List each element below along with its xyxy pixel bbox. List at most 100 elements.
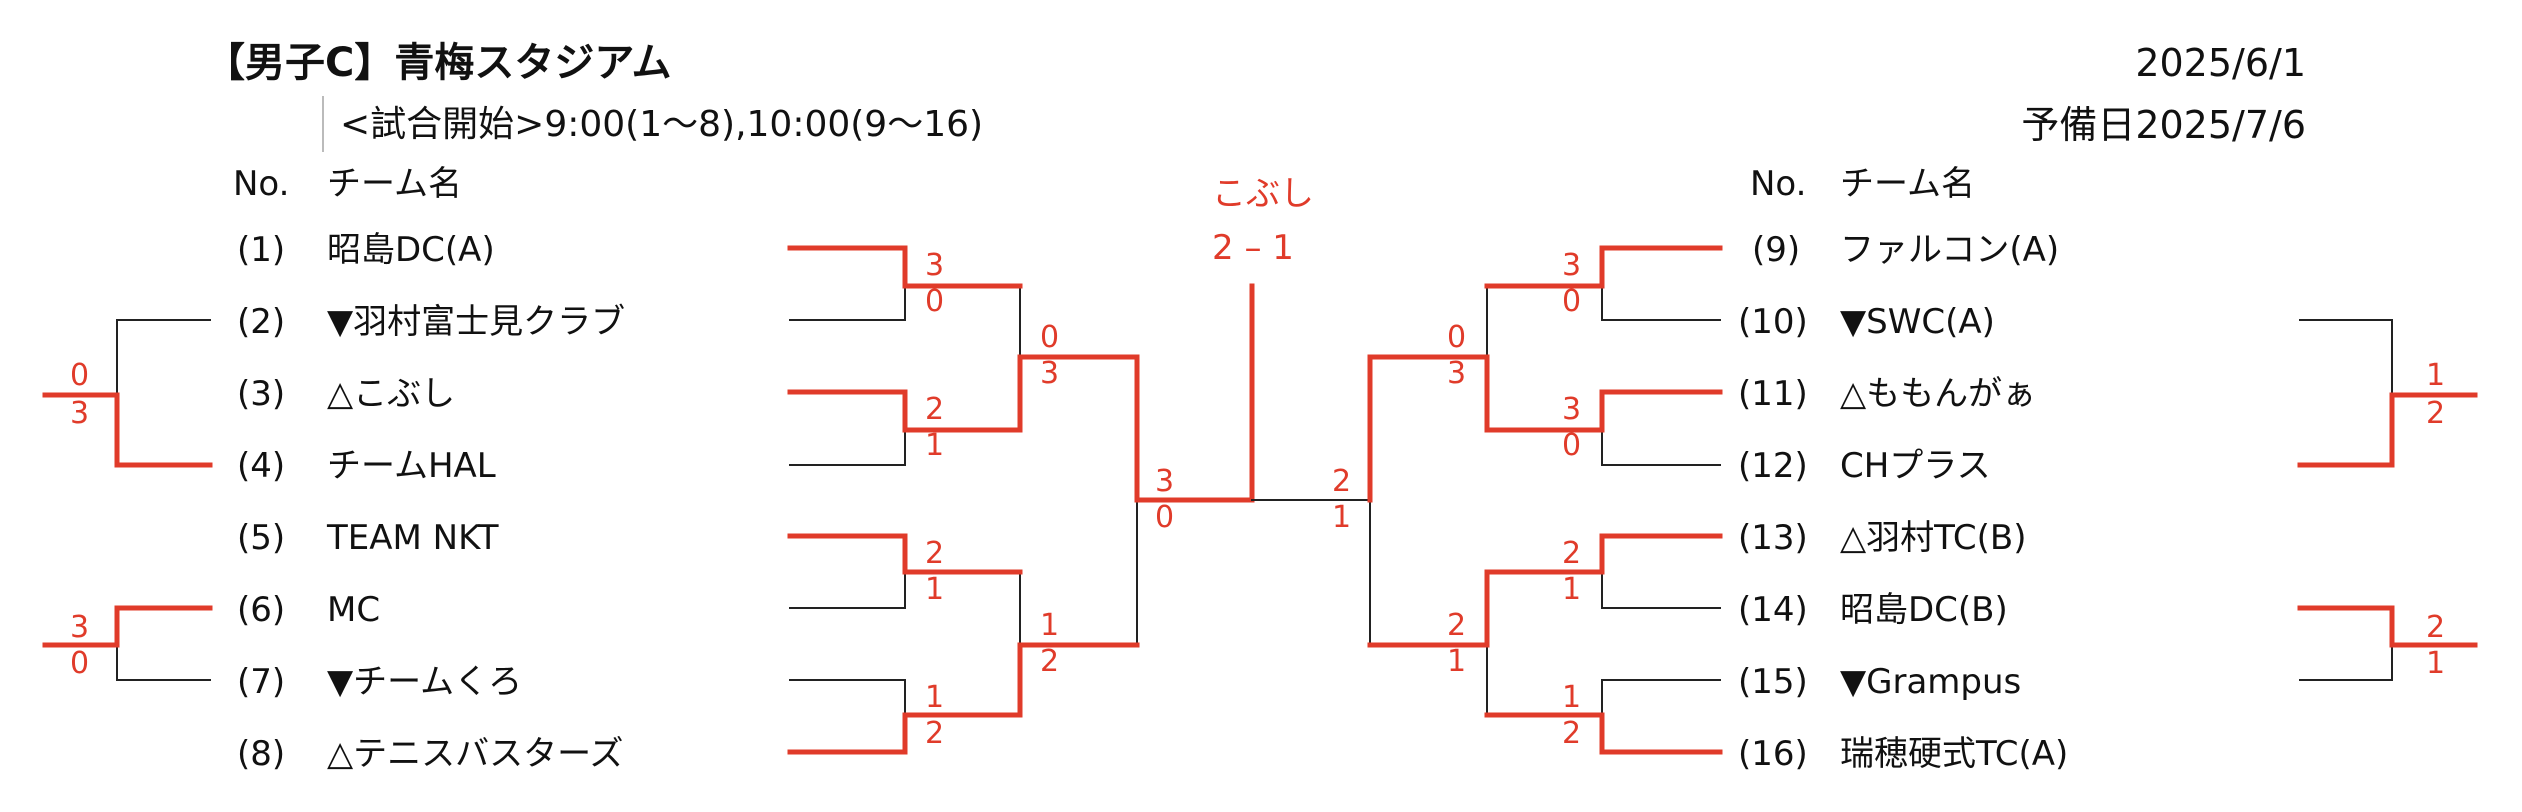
bracket-line xyxy=(116,644,211,681)
champion-name: こぶし xyxy=(1212,174,1314,214)
bracket-line xyxy=(116,319,211,396)
winner-line xyxy=(787,712,1023,755)
team-number: (2) xyxy=(237,302,286,342)
event-date: 2025/6/1 xyxy=(2135,41,2306,85)
match-score: 0 xyxy=(1562,428,1582,463)
page-title: 【男子C】青梅スタジアム xyxy=(205,40,672,86)
winner-line xyxy=(1484,712,1723,755)
winner-line xyxy=(787,245,1023,289)
bracket-line xyxy=(1601,429,1721,466)
subtitle-bar xyxy=(322,96,324,152)
match-score: 0 xyxy=(1040,320,1060,355)
match-score: 0 xyxy=(1562,284,1582,319)
team-number: (9) xyxy=(1752,230,1801,270)
left-team-header: チーム名 xyxy=(327,164,462,204)
team-number: (6) xyxy=(237,590,286,630)
bracket-line xyxy=(1601,679,1721,716)
match-score: 3 xyxy=(1562,392,1582,427)
team-number: (16) xyxy=(1738,734,1808,774)
match-score: 3 xyxy=(1562,248,1582,283)
match-score: 2 xyxy=(1040,644,1060,679)
match-score: 0 xyxy=(70,358,90,393)
match-score: 2 xyxy=(1332,464,1352,499)
match-score: 3 xyxy=(1040,356,1060,391)
bracket-line xyxy=(789,287,906,321)
match-score: 1 xyxy=(2426,358,2446,393)
bracket-line xyxy=(1601,571,1721,609)
team-number: (11) xyxy=(1738,374,1808,414)
right-team-header: チーム名 xyxy=(1840,164,1975,204)
match-score: 1 xyxy=(925,428,945,463)
winner-line xyxy=(1017,642,1140,718)
match-score: 1 xyxy=(1562,572,1582,607)
team-number: (4) xyxy=(237,446,286,486)
match-score: 0 xyxy=(70,646,90,681)
final-score: 2 – 1 xyxy=(1212,228,1294,268)
team-name: △ももんがぁ xyxy=(1840,374,2037,414)
match-score: 1 xyxy=(925,572,945,607)
winner-line xyxy=(787,533,1023,575)
match-score: 2 xyxy=(925,392,945,427)
team-name: 昭島DC(B) xyxy=(1840,590,2008,630)
match-score: 2 xyxy=(1447,608,1467,643)
team-name: △羽村TC(B) xyxy=(1840,518,2027,558)
reserve-date: 予備日2025/7/6 xyxy=(2021,103,2306,147)
match-score: 2 xyxy=(925,716,945,751)
team-number: (14) xyxy=(1738,590,1808,630)
match-score: 1 xyxy=(1332,500,1352,535)
match-score: 1 xyxy=(1562,680,1582,715)
team-number: (13) xyxy=(1738,518,1808,558)
match-score: 0 xyxy=(925,284,945,319)
team-name: ▼SWC(A) xyxy=(1840,302,1995,342)
team-name: ▼チームくろ xyxy=(327,662,523,702)
bracket-line xyxy=(789,429,906,466)
team-name: ▼Grampus xyxy=(1840,662,2022,702)
team-number: (15) xyxy=(1738,662,1808,702)
winner-line xyxy=(1017,283,1255,503)
team-name: MC xyxy=(327,590,381,630)
winner-line xyxy=(114,605,213,648)
team-name: ▼羽村富士見クラブ xyxy=(327,302,626,342)
team-number: (3) xyxy=(237,374,286,414)
match-score: 1 xyxy=(925,680,945,715)
winner-line xyxy=(1367,569,1490,648)
winner-line xyxy=(2297,392,2395,468)
bracket-line xyxy=(789,679,906,716)
match-score: 1 xyxy=(1040,608,1060,643)
winner-line xyxy=(1367,354,1490,503)
match-score: 2 xyxy=(1562,716,1582,751)
team-name: CHプラス xyxy=(1840,446,1991,486)
winner-line xyxy=(2297,605,2395,648)
team-number: (5) xyxy=(237,518,286,558)
match-score: 2 xyxy=(2426,396,2446,431)
winner-line xyxy=(1484,389,1723,433)
match-score: 0 xyxy=(1155,500,1175,535)
match-score: 3 xyxy=(70,610,90,645)
winner-line xyxy=(1484,533,1723,575)
right-no-header: No. xyxy=(1750,164,1807,204)
match-score: 3 xyxy=(925,248,945,283)
match-score: 2 xyxy=(1562,536,1582,571)
team-number: (8) xyxy=(237,734,286,774)
bracket-line xyxy=(2299,319,2393,396)
bracket-line xyxy=(2299,644,2393,681)
team-number: (7) xyxy=(237,662,286,702)
team-name: 昭島DC(A) xyxy=(327,230,495,270)
match-score: 3 xyxy=(1447,356,1467,391)
team-name: ファルコン(A) xyxy=(1840,230,2060,270)
match-score: 2 xyxy=(925,536,945,571)
bracket-line xyxy=(789,571,906,609)
team-name: TEAM NKT xyxy=(327,518,499,558)
team-name: △こぶし xyxy=(327,374,456,414)
match-score: 0 xyxy=(1447,320,1467,355)
match-score: 3 xyxy=(1155,464,1175,499)
match-score: 1 xyxy=(2426,646,2446,681)
team-name: チームHAL xyxy=(327,446,496,486)
left-no-header: No. xyxy=(233,164,290,204)
team-number: (12) xyxy=(1738,446,1808,486)
team-number: (1) xyxy=(237,230,286,270)
team-name: 瑞穂硬式TC(A) xyxy=(1840,734,2069,774)
match-score: 3 xyxy=(70,396,90,431)
team-number: (10) xyxy=(1738,302,1808,342)
